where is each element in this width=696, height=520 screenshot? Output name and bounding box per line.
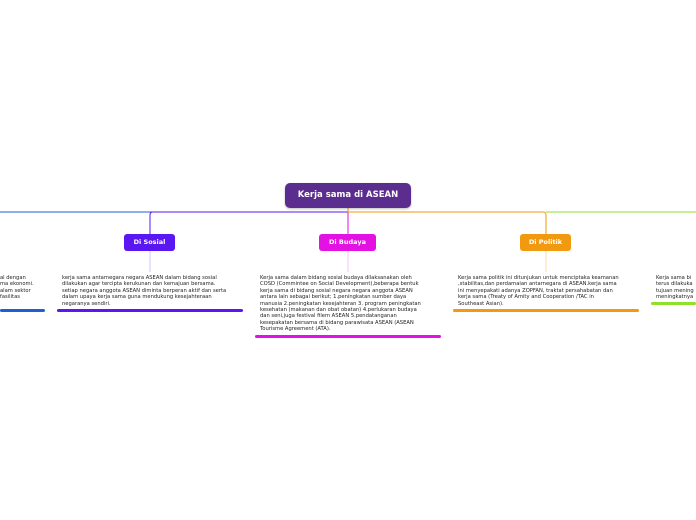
- topic-di-politik[interactable]: Di Politik: [520, 234, 571, 251]
- topic-di-budaya[interactable]: Di Budaya: [319, 234, 376, 251]
- underline-budaya: [255, 335, 441, 338]
- note-sosial: kerja sama antarnegara negara ASEAN dala…: [62, 275, 227, 307]
- underline-politik: [453, 309, 639, 312]
- note-fifth: Kerja sama bi terus dilakuka tujuan meni…: [656, 275, 694, 301]
- note-politik: Kerja sama politik ini ditunjukan untuk …: [458, 275, 619, 307]
- underline-sosial: [57, 309, 243, 312]
- note-ekonomi: al dengan ma ekonomi. alam sektor fasili…: [0, 275, 34, 301]
- note-budaya: Kerja sama dalam bidang sosial budaya di…: [260, 275, 421, 333]
- connector-sosial: [149, 208, 349, 234]
- underline-fifth: [651, 302, 696, 305]
- underline-ekonomi: [0, 309, 45, 312]
- topic-di-sosial[interactable]: Di Sosial: [124, 234, 175, 251]
- connector-politik: [347, 208, 547, 234]
- connector-ekonomi: [0, 208, 349, 213]
- central-topic[interactable]: Kerja sama di ASEAN: [285, 183, 411, 208]
